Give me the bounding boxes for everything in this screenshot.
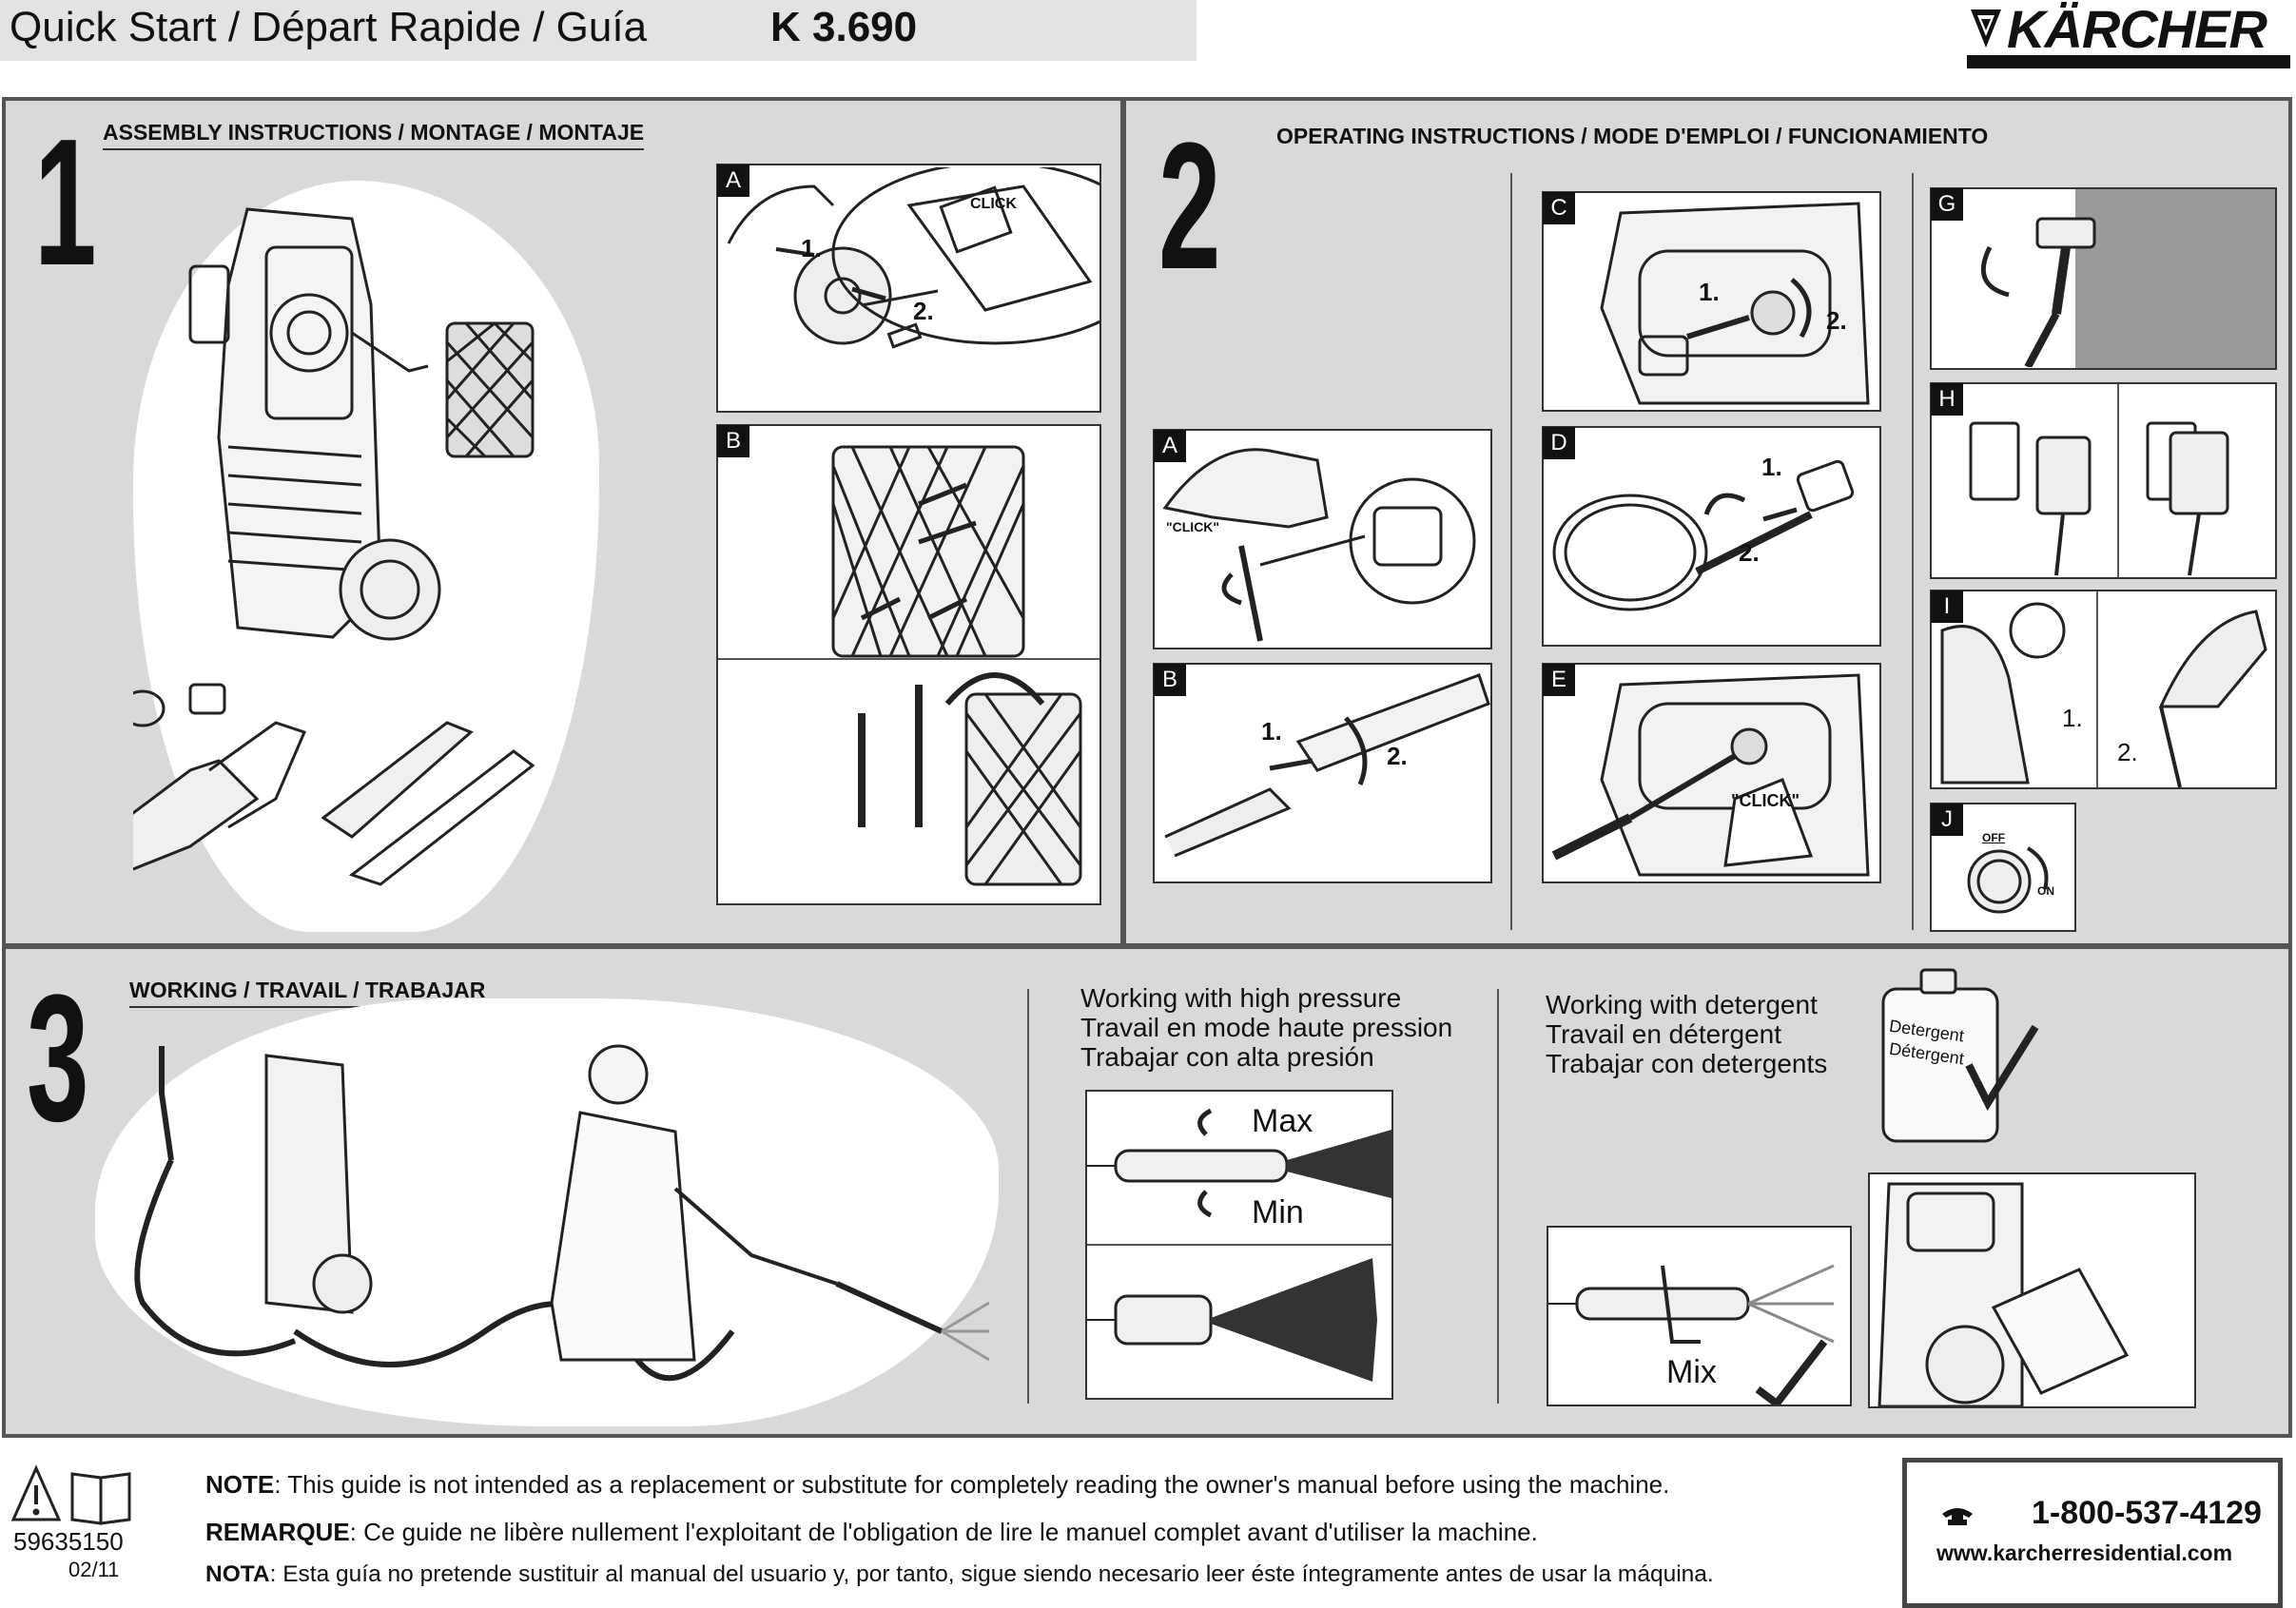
detergent-line-es: Trabajar con detergents (1546, 1049, 1828, 1078)
high-pressure-line-fr: Travail en mode haute pression (1080, 1013, 1453, 1042)
step-1-label: 1. (801, 234, 822, 262)
phone-icon (1942, 1508, 1973, 1525)
section3-divider-2 (1497, 989, 1499, 1404)
detergent-line-en: Working with detergent (1546, 990, 1818, 1019)
water-inlet-illustration (1600, 202, 1870, 405)
panel-label-1b: B (717, 425, 749, 457)
storage-net-illustration (831, 445, 1082, 886)
brand-logo-icon (1971, 10, 2001, 48)
support-phone[interactable]: 1-800-537-4129 (2032, 1495, 2262, 1531)
step-1-label: 1. (2062, 704, 2083, 732)
panel-label-2h: H (1931, 383, 1963, 416)
high-pressure-line-es: Trabajar con alta presión (1080, 1042, 1374, 1072)
note-english: NOTE: This guide is not intended as a re… (205, 1470, 1670, 1499)
panel-label-1a: A (717, 165, 749, 197)
step-2-label: 2. (2117, 738, 2138, 766)
step-1-label: 1. (1761, 453, 1782, 481)
detergent-heading: Working with detergent Travail en déterg… (1546, 990, 1827, 1078)
section-divider-horizontal (4, 943, 2290, 949)
click-callout-2a: "CLICK" (1166, 519, 1220, 534)
section2-column-divider-1 (1510, 173, 1512, 930)
warning-manual-icon (10, 1464, 131, 1525)
panel-label-2b: B (1154, 664, 1186, 696)
panel-label-2a: A (1154, 430, 1186, 462)
water-tap-illustration (1980, 217, 2096, 367)
section-title-assembly: ASSEMBLY INSTRUCTIONS / MONTAGE / MONTAJ… (103, 120, 645, 150)
garden-hose-coupling-illustration (1552, 459, 1855, 611)
contact-box (1902, 1458, 2283, 1608)
section-number-3: 3 (27, 958, 89, 1159)
click-callout-2e: "CLICK" (1731, 791, 1800, 810)
panel-h-divider (2117, 384, 2119, 577)
note-spanish: NOTA: Esta guía no pretende sustituir al… (205, 1561, 1714, 1587)
section-number-1: 1 (34, 102, 97, 303)
gfci-plug-illustration (1969, 421, 2229, 576)
min-pressure-label: Min (1252, 1194, 1304, 1230)
max-pressure-label: Max (1252, 1103, 1313, 1139)
section2-column-divider-2 (1912, 173, 1914, 930)
print-date: 02/11 (68, 1558, 120, 1581)
pour-detergent-illustration (1878, 1182, 2130, 1406)
panel-label-2i: I (1931, 591, 1963, 623)
section-number-2: 2 (1158, 106, 1221, 307)
switch-off-label: OFF (1982, 831, 2005, 844)
switch-on-label: ON (2037, 884, 2054, 898)
operating-panel-d (1542, 426, 1881, 647)
page-title: Quick Start / Départ Rapide / Guía (10, 4, 648, 50)
panel-label-2c: C (1543, 192, 1575, 224)
detergent-line-fr: Travail en détergent (1546, 1019, 1781, 1049)
model-number: K 3.690 (770, 4, 918, 50)
pressure-washer-parts-illustration (133, 207, 535, 886)
nozzle-spray-illustration (1087, 1108, 1391, 1382)
step-2-label: 2. (1739, 538, 1760, 567)
brand-logo-bar (1967, 55, 2290, 68)
panel-label-2e: E (1543, 664, 1575, 696)
section-divider-vertical (1120, 99, 1126, 947)
high-pressure-heading: Working with high pressure Travail en mo… (1080, 983, 1452, 1072)
header-bar (0, 0, 1197, 61)
trigger-gun-hose-illustration (1162, 448, 1476, 642)
click-callout: CLICK (970, 196, 1017, 212)
wheel-assembly-illustration (727, 167, 1099, 349)
panel-i-divider (2096, 591, 2098, 787)
panel-label-2d: D (1543, 427, 1575, 459)
operator-using-washer-illustration (134, 1044, 989, 1382)
detergent-nozzle-illustration (1548, 1264, 1835, 1405)
panel-b-divider (718, 658, 1099, 660)
panel-label-2g: G (1931, 188, 1963, 221)
step-1-label: 1. (1699, 278, 1720, 306)
step-2-label: 2. (1826, 306, 1847, 335)
wall-graphic (2075, 189, 2275, 368)
high-pressure-line-en: Working with high pressure (1080, 983, 1402, 1013)
section3-divider-1 (1027, 989, 1029, 1404)
mix-setting-label: Mix (1666, 1354, 1717, 1390)
brand-logo: KÄRCHER (2007, 0, 2267, 59)
section-title-operating: OPERATING INSTRUCTIONS / MODE D'EMPLOI /… (1276, 124, 1989, 148)
panel-label-2j: J (1931, 804, 1963, 836)
section-title-working: WORKING / TRAVAIL / TRABAJAR (129, 978, 486, 1008)
trigger-lock-illustration (1940, 602, 2267, 787)
support-website-link[interactable]: www.karcherresidential.com (1936, 1540, 2233, 1565)
power-switch-illustration (1967, 846, 2049, 914)
high-pressure-panel-divider (1087, 1244, 1391, 1246)
note-french: REMARQUE: Ce guide ne libère nullement l… (205, 1518, 1538, 1546)
lance-attachment-illustration (1164, 673, 1490, 858)
step-1-label: 1. (1261, 717, 1282, 746)
step-2-label: 2. (913, 297, 934, 325)
step-2-label: 2. (1387, 742, 1408, 770)
part-number: 59635150 (13, 1527, 124, 1556)
detergent-jug-illustration (1881, 968, 2039, 1143)
hose-connect-illustration (1551, 673, 1870, 877)
